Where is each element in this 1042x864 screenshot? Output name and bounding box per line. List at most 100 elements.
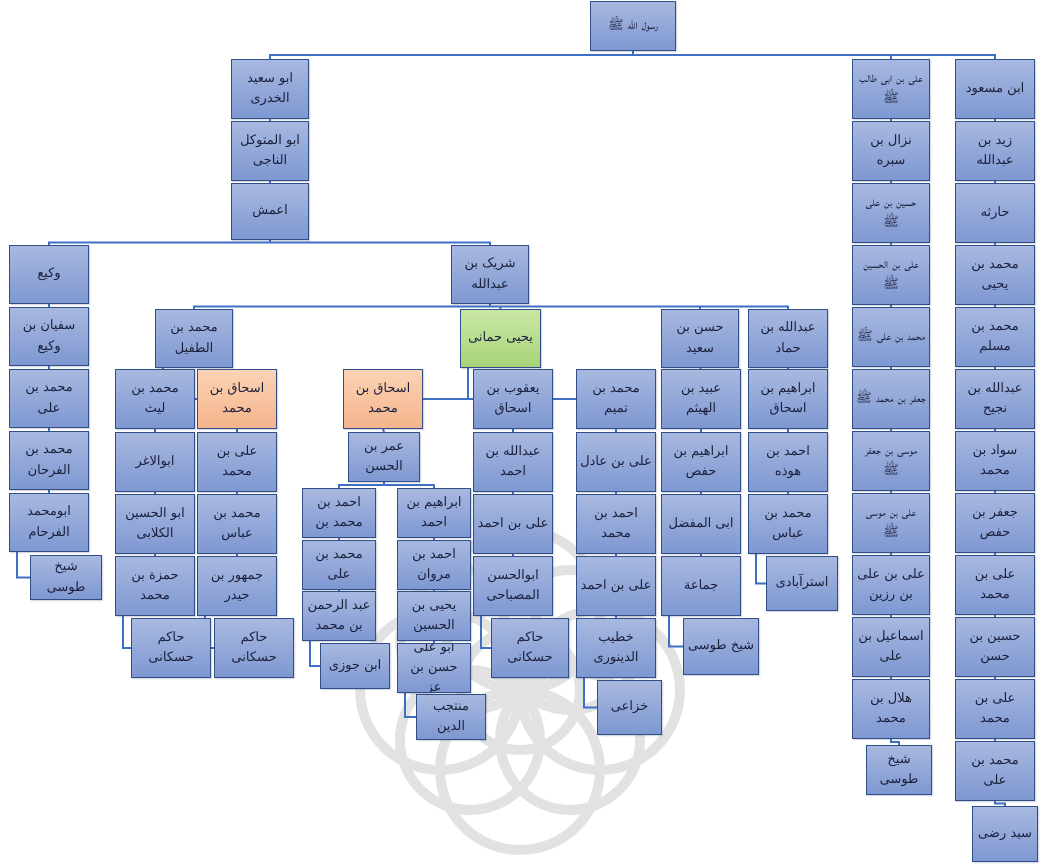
narrator-node: عمر بن الحسن xyxy=(348,432,420,482)
narrator-name: علی بن عادل xyxy=(580,453,652,469)
narrator-name: جماعة xyxy=(683,577,719,593)
narrator-node: علی بن ابی طالب ﷺ xyxy=(852,59,930,119)
narrator-name: شیخ طوسی xyxy=(46,559,86,595)
narrator-node: ابراهیم بن احمد xyxy=(397,488,471,538)
narrator-name: اعمش xyxy=(252,203,288,219)
narrator-node: خزاعی xyxy=(597,680,662,735)
narrator-node: حارثه xyxy=(955,183,1035,243)
narrator-name: علی بن محمد xyxy=(216,443,258,479)
narrator-node: جماعة xyxy=(661,556,741,616)
narrator-node: شریک بن عبدالله xyxy=(451,245,529,304)
narrator-node: محمد بن علی xyxy=(9,369,89,428)
narrator-name: ابراهیم بن اسحاق xyxy=(760,380,816,416)
narrator-node: سفیان بن وکیع xyxy=(9,307,89,366)
narrator-node: سید رضی xyxy=(972,806,1038,862)
narrator-name: هلال بن محمد xyxy=(870,690,912,726)
narrator-name: حسن بن سعید xyxy=(676,320,724,356)
narrator-name: سواد بن محمد xyxy=(972,442,1018,478)
narrator-name: علی بن احمد xyxy=(477,515,549,531)
narrator-name: اسحاق بن محمد xyxy=(355,380,411,416)
narrator-name: وکیع xyxy=(37,266,61,282)
narrator-node: عبد الرحمن بن محمد xyxy=(302,591,376,641)
narrator-name: محمد بن الفرحان xyxy=(25,442,73,478)
narrator-name: محمد بن مسلم xyxy=(971,318,1019,354)
narrator-node: نزال بن سبره xyxy=(852,121,930,181)
narrator-node: محمد بن مسلم xyxy=(955,307,1035,367)
narrator-name: عبید بن الهیثم xyxy=(680,380,722,416)
narrator-name: رسول الله ﷺ xyxy=(607,17,659,33)
narrator-name: شیخ طوسی xyxy=(687,638,755,654)
narrator-node: ابو سعید الخدری xyxy=(231,59,309,119)
narrator-name: ابراهیم بن حفص xyxy=(673,443,729,479)
narrator-node: علی بن علی بن رزین xyxy=(852,555,930,615)
narrator-name: علی بن موسی ﷺ xyxy=(865,504,917,540)
narrator-name: محمد بن علی xyxy=(25,380,73,416)
connector-n1-n57 xyxy=(632,51,892,59)
narrator-node: ابن مسعود xyxy=(955,59,1035,119)
connector-n6-n12 xyxy=(193,304,491,309)
narrator-name: احمد بن مروان xyxy=(412,546,456,582)
narrator-node: جمهور بن حیدر xyxy=(197,556,277,616)
narrator-name: سفیان بن وکیع xyxy=(22,318,76,354)
narrator-name: محمد بن عباس xyxy=(213,505,261,541)
narrator-node: شیخ طوسی xyxy=(30,555,102,600)
narrator-node: ابو المتوکل الناجی xyxy=(231,121,309,181)
narrator-name: استرآبادی xyxy=(775,575,829,591)
narrator-name: محمد بن علی ﷺ xyxy=(857,328,926,344)
narrator-node: یعقوب بن اسحاق xyxy=(473,369,553,429)
narrator-node: محمد بن الفرحان xyxy=(9,431,89,490)
narrator-node: ابن جوزی xyxy=(320,643,390,689)
narrator-name: علی بن احمد xyxy=(580,577,652,593)
narrator-name: حاکم حسکانی xyxy=(507,629,553,665)
narrator-name: عبد الرحمن بن محمد xyxy=(307,597,371,633)
narrator-node: ابراهیم بن حفص xyxy=(661,432,741,492)
narrator-name: محمد بن علی xyxy=(315,546,363,582)
connector-n1-n2 xyxy=(269,51,634,59)
narrator-name: محمد بن لیث xyxy=(131,380,179,416)
narrator-node: احمد بن مروان xyxy=(397,540,471,590)
narrator-node: سواد بن محمد xyxy=(955,431,1035,491)
narrator-name: ابوالحسن المصباحی xyxy=(486,567,540,603)
narrator-node: وکیع xyxy=(9,245,89,304)
narrator-node: حاکم حسکانی xyxy=(214,618,294,678)
narrator-name: یحیی حمانی xyxy=(468,330,533,346)
narrator-name: اسماعیل بن علی xyxy=(858,628,924,664)
narrator-name: محمد بن تمیم xyxy=(592,380,640,416)
narrator-name: علی بن علی بن رزین xyxy=(857,566,925,602)
narrator-node: یحیی بن الحسین xyxy=(397,591,471,641)
narrator-node: شیخ طوسی xyxy=(866,745,932,795)
narrator-node: ابو الحسین الکلابی xyxy=(115,494,195,554)
narrator-name: خزاعی xyxy=(610,699,649,715)
narrator-name: حمزة بن محمد xyxy=(131,567,179,603)
narrator-name: علی بن محمد xyxy=(974,690,1016,726)
narrator-name: شریک بن عبدالله xyxy=(464,256,516,292)
narrator-name: عبدالله بن نجیح xyxy=(967,380,1023,416)
narrator-name: شیخ طوسی xyxy=(879,751,919,787)
connector-n40-n48 xyxy=(122,614,131,649)
narrator-node: عبدالله بن احمد xyxy=(473,432,553,492)
narrator-node: زید بن عبدالله xyxy=(955,121,1035,181)
narrator-node: حاکم حسکانی xyxy=(131,618,211,678)
narrator-node: ابو علی حسن بن عز xyxy=(397,643,471,693)
narrator-node: منتجب الدین xyxy=(416,694,486,740)
narrator-node: ابوالاغر xyxy=(115,432,195,492)
narrator-node: علی بن موسی ﷺ xyxy=(852,493,930,553)
narrator-node: جعفر بن محمد ﷺ xyxy=(852,369,930,429)
narrator-node: علی بن محمد xyxy=(955,679,1035,739)
narrator-node: عبدالله بن حماد xyxy=(748,309,828,368)
connector-n37-n45 xyxy=(755,552,766,585)
narrator-name: ابوالاغر xyxy=(135,453,175,469)
narrator-name: عبدالله بن حماد xyxy=(760,320,816,356)
narrator-name: عبدالله بن احمد xyxy=(485,443,541,479)
narrator-node: هلال بن محمد xyxy=(852,679,930,739)
narrator-name: خطیب الدینوری xyxy=(593,629,639,665)
narrator-node: محمد بن عباس xyxy=(748,494,828,554)
narrator-node: حاکم حسکانی xyxy=(491,618,569,678)
narrator-node: حسین بن حسن xyxy=(955,617,1035,677)
narrator-name: ابن مسعود xyxy=(965,80,1025,96)
narrator-node: اعمش xyxy=(231,183,309,240)
narrator-node: علی بن احمد xyxy=(473,494,553,554)
narrator-name: جمهور بن حیدر xyxy=(210,567,264,603)
connector-n10-n11 xyxy=(16,550,30,579)
narrator-node: احمد بن محمد بن xyxy=(302,488,376,538)
